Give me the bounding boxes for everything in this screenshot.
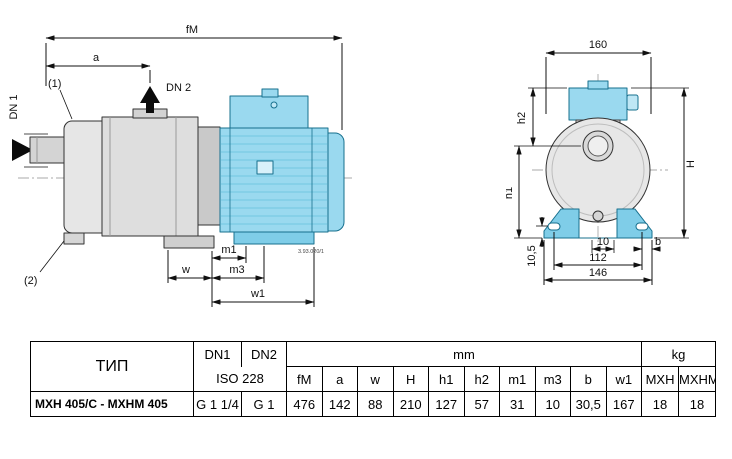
callout-2-label: (2) (24, 275, 37, 287)
terminal-box-end (568, 87, 628, 121)
end-view-body (543, 80, 653, 239)
dimension-table: ТИП DN1 DN2 mm kg ISO 228 fM a w H h1 h2… (30, 341, 717, 417)
pump-body (12, 108, 215, 249)
cell-w: 88 (357, 391, 394, 417)
table-mm-header: mm (285, 341, 643, 367)
port-bore (587, 135, 609, 157)
fan-cover (327, 132, 345, 232)
discharge-flow-arrow (140, 86, 160, 113)
table-data-row: MXH 405/C - MXHM 405 G 1 1/4 G 1 476 142… (30, 391, 717, 417)
cell-dn1: G 1 1/4 (193, 391, 242, 417)
cell-m3: 10 (534, 391, 571, 417)
cell-m1: 31 (499, 391, 536, 417)
dim-10-label: 10 (597, 236, 609, 248)
motor-nameplate (256, 160, 274, 175)
table-kg-header: kg (641, 341, 717, 367)
table-col-mxh: MXH (641, 366, 680, 392)
dim-10-5-label: 10,5 (526, 245, 538, 266)
cell-H: 210 (392, 391, 429, 417)
dim-160-label: 160 (589, 39, 607, 51)
dim-m3-label: m3 (229, 264, 244, 276)
dim-dn1-label: DN 1 (8, 94, 20, 119)
cell-h2: 57 (463, 391, 500, 417)
cell-w1: 167 (605, 391, 643, 417)
cell-a: 142 (321, 391, 358, 417)
table-col-m1: m1 (499, 366, 536, 392)
table-col-m3: m3 (534, 366, 571, 392)
table-col-mxhm: MXHM (678, 366, 717, 392)
motor-adapter (197, 126, 221, 226)
table-col-w: w (357, 366, 394, 392)
pump-end-view-drawing: 160 h2 h1 H 10,5 10 b 112 146 (506, 39, 697, 285)
left-foot-slot (547, 222, 561, 231)
dim-m1-label: m1 (221, 244, 236, 256)
table-dn2-header: DN2 (241, 341, 287, 367)
terminal-box (229, 95, 309, 129)
pump-side-view-drawing: fM a DN 1 DN 2 (1) (2) m1 w m3 w1 3.93.0… (8, 24, 354, 307)
dimension-lines (24, 35, 343, 307)
dim-a-label: a (93, 52, 100, 64)
dim-h1-label: h1 (506, 187, 515, 199)
pump-casing-end (545, 117, 651, 223)
terminal-box-cap (261, 88, 279, 98)
lifting-eye (270, 101, 278, 109)
cell-dn2: G 1 (241, 391, 287, 417)
table-col-w1: w1 (605, 366, 643, 392)
table-header-row-2: ISO 228 fM a w H h1 h2 m1 m3 b w1 MXH MX… (31, 366, 717, 392)
terminal-box-cap-end (587, 80, 609, 90)
motor-feet (233, 231, 315, 245)
dim-H-label: H (685, 160, 697, 168)
dim-b-label: b (655, 236, 661, 248)
callout-1-label: (1) (48, 78, 61, 90)
dim-h2-label: h2 (516, 112, 528, 124)
table-type-header: ТИП (30, 341, 194, 392)
cell-h1: 127 (428, 391, 465, 417)
pump-casing-barrel (101, 116, 199, 237)
dimension-lines-end (514, 50, 689, 285)
cell-kg-mxhm: 18 (678, 391, 717, 417)
table-dn1-header: DN1 (193, 341, 242, 367)
table-iso-header: ISO 228 (193, 366, 287, 392)
inlet-flow-arrow (12, 139, 33, 161)
inlet-pipe (29, 136, 67, 164)
right-foot-slot (635, 222, 649, 231)
cable-gland (626, 94, 639, 111)
dim-fM-label: fM (186, 24, 198, 36)
cell-type: MXH 405/C - MXHM 405 (30, 391, 194, 417)
drain-plug (592, 210, 604, 222)
pump-support-foot (163, 235, 215, 249)
cell-kg-mxh: 18 (641, 391, 680, 417)
dim-dn2-label: DN 2 (166, 82, 191, 94)
table-col-b: b (570, 366, 607, 392)
dim-146-label: 146 (589, 267, 607, 279)
table-col-H: H (392, 366, 429, 392)
dim-w-label: w (181, 264, 190, 276)
table-col-fM: fM (286, 366, 323, 392)
table-col-h1: h1 (428, 366, 465, 392)
table-col-a: a (321, 366, 358, 392)
motor (197, 88, 345, 245)
dim-w1-label: w1 (250, 288, 265, 300)
drawing-ref-code: 3.93.020/1 (298, 249, 324, 255)
table-col-h2: h2 (463, 366, 500, 392)
dim-112-label: 112 (589, 252, 607, 264)
cell-b: 30,5 (570, 391, 607, 417)
motor-cooling-fins (221, 135, 327, 225)
table-header-row-1: ТИП DN1 DN2 mm kg (30, 341, 717, 392)
pump-left-foot (63, 232, 85, 245)
cell-fM: 476 (286, 391, 323, 417)
